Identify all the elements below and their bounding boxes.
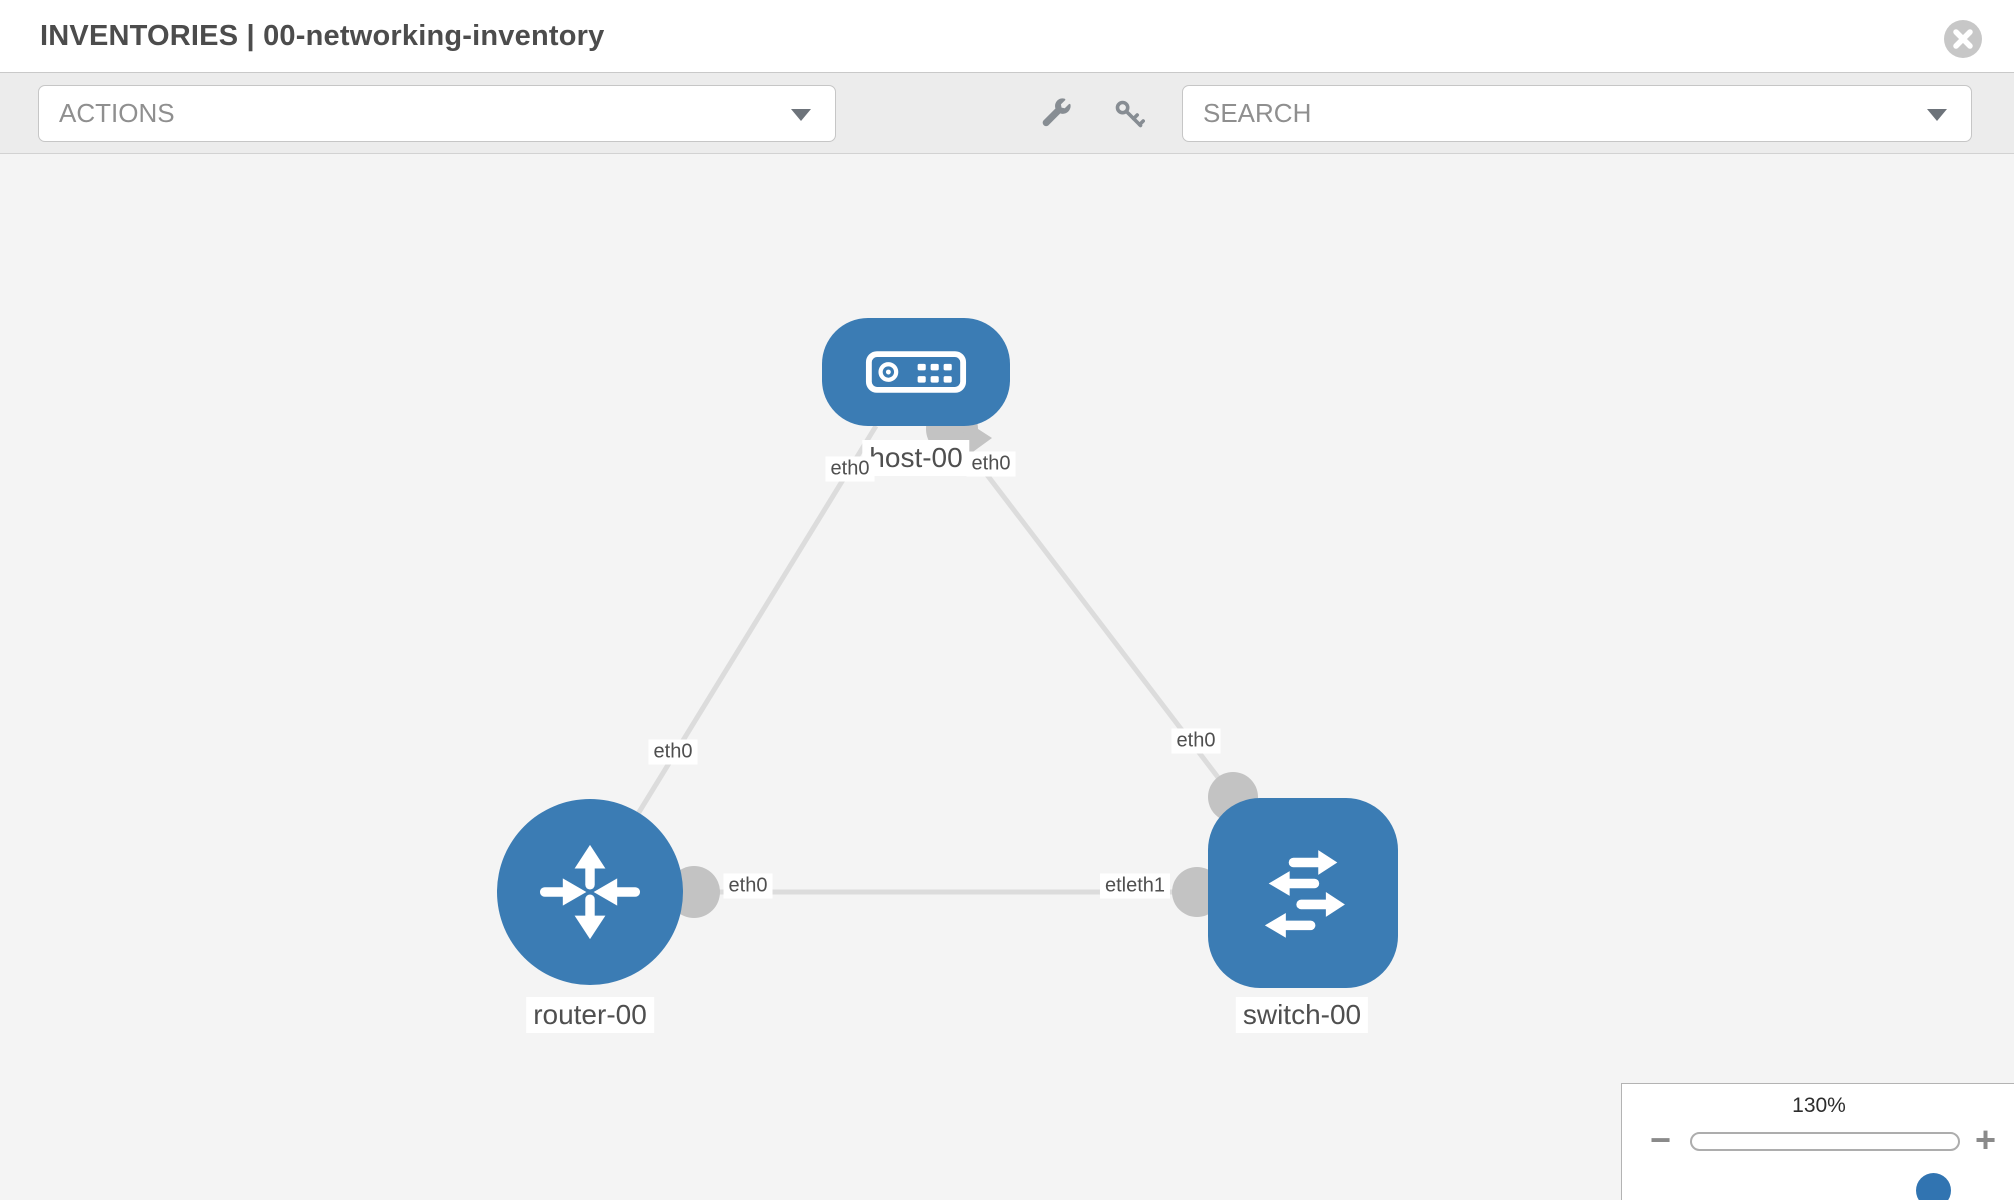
iface-label-router-top: eth0 <box>648 739 698 765</box>
key-icon <box>1115 100 1145 128</box>
zoom-level-value: 130% <box>1792 1094 1846 1117</box>
topology-links-layer <box>587 403 1258 918</box>
actions-dropdown-label: ACTIONS <box>59 98 175 128</box>
node-label-switch: switch-00 <box>1235 997 1369 1033</box>
chevron-down-icon <box>1927 108 1947 121</box>
zoom-slider[interactable] <box>1690 1132 1960 1200</box>
wrench-icon <box>1042 98 1071 127</box>
toolbar-tools <box>1040 73 1146 155</box>
page-title: INVENTORIES | 00-networking-inventory <box>40 20 605 52</box>
zoom-out-button[interactable]: − <box>1650 1119 1672 1160</box>
zoom-control-panel: 130% − + <box>1621 1083 2014 1200</box>
close-icon <box>1953 29 1973 49</box>
key-button[interactable] <box>1112 97 1146 131</box>
node-host-00[interactable] <box>822 318 1010 426</box>
chevron-down-icon <box>791 108 811 121</box>
close-button[interactable] <box>1944 20 1982 58</box>
toolbar: ACTIONS SEARCH <box>0 72 2014 154</box>
host-icon <box>865 351 967 393</box>
node-router-00[interactable] <box>497 799 683 985</box>
search-dropdown-label: SEARCH <box>1203 98 1312 128</box>
wrench-button[interactable] <box>1040 97 1074 131</box>
node-label-router: router-00 <box>526 997 654 1033</box>
node-label-host: host-00 <box>862 440 970 476</box>
zoom-slider-thumb[interactable] <box>1916 1173 1951 1200</box>
panel-header: INVENTORIES | 00-networking-inventory <box>0 0 2014 72</box>
zoom-in-button[interactable]: + <box>1974 1119 1996 1160</box>
topology-canvas[interactable]: host-00 router-00 switch-00 eth0 eth0 et… <box>0 154 2014 1200</box>
iface-label-host-left: eth0 <box>825 456 875 482</box>
iface-label-switch-top: eth0 <box>1171 728 1221 754</box>
switch-icon <box>1264 850 1345 938</box>
actions-dropdown[interactable]: ACTIONS <box>38 85 836 142</box>
iface-label-host-right: eth0 <box>966 451 1016 477</box>
node-switch-00[interactable] <box>1208 798 1398 988</box>
search-dropdown[interactable]: SEARCH <box>1182 85 1972 142</box>
iface-label-mid-left: eth0 <box>723 873 773 899</box>
iface-label-mid-right: etleth1 <box>1099 873 1171 899</box>
router-icon <box>539 844 641 940</box>
